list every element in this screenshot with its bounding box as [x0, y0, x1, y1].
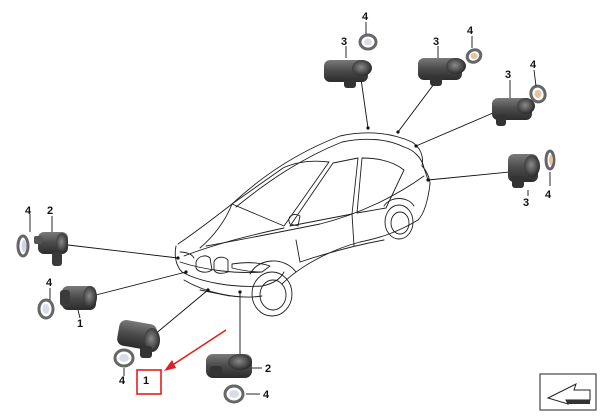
label-front-center-left-sensor: 1 — [143, 375, 149, 387]
highlight-box — [136, 369, 162, 395]
sensor-ring-front-left-mid[interactable] — [37, 298, 55, 320]
sensor-ring-front-right[interactable] — [223, 384, 245, 404]
car-outline — [174, 132, 431, 317]
label-ring-rear-c: 4 — [530, 59, 537, 71]
parking-sensor-rear-b[interactable] — [418, 58, 466, 86]
highlight-callout — [136, 329, 227, 395]
label-front-center-right-sensor: 2 — [265, 363, 271, 375]
label-front-outer-left-sensor: 1 — [77, 318, 83, 330]
label-front-outer-left-sensor-b: 2 — [47, 205, 53, 217]
parking-sensor-rear-a[interactable] — [324, 60, 372, 88]
parking-sensor-rear-c[interactable] — [492, 98, 535, 126]
label-rear-sensor-d: 3 — [523, 197, 529, 209]
parking-sensor-front-left[interactable] — [60, 286, 97, 310]
part-number-labels: 4 2 4 1 4 1 2 4 4 3 3 4 3 4 3 4 — [25, 11, 552, 401]
sensor-ring-rear-c[interactable] — [529, 84, 548, 104]
highlight-arrow — [167, 329, 227, 369]
callout-ticks — [29, 22, 551, 395]
label-ring-front-left-top: 4 — [25, 205, 32, 217]
direction-arrow-icon — [539, 373, 597, 411]
parking-sensor-front-center-right[interactable] — [206, 354, 252, 378]
sensor-ring-front-center[interactable] — [113, 348, 135, 368]
sensor-ring-rear-d[interactable] — [544, 149, 556, 171]
label-ring-front-right: 4 — [263, 389, 270, 401]
sensor-ring-front-left-top[interactable] — [16, 234, 30, 258]
label-ring-rear-b: 4 — [467, 25, 474, 37]
label-rear-sensor-c: 3 — [505, 69, 511, 81]
parking-sensor-front-center-left[interactable] — [116, 319, 160, 358]
label-ring-front-left-mid: 4 — [46, 277, 53, 289]
label-rear-sensor-b: 3 — [433, 36, 439, 48]
parking-sensor-rear-d[interactable] — [508, 154, 540, 188]
label-ring-rear-d: 4 — [545, 189, 552, 201]
label-ring-rear-a: 4 — [362, 11, 369, 23]
label-ring-front-center: 4 — [119, 375, 126, 387]
sensor-ring-rear-b[interactable] — [465, 47, 483, 64]
highlight-arrowhead — [164, 360, 176, 371]
sensor-ring-rear-a[interactable] — [358, 33, 378, 51]
parking-sensor-front-left-b[interactable] — [34, 232, 68, 266]
leader-lines — [67, 71, 511, 360]
label-rear-sensor-a: 3 — [341, 36, 347, 48]
